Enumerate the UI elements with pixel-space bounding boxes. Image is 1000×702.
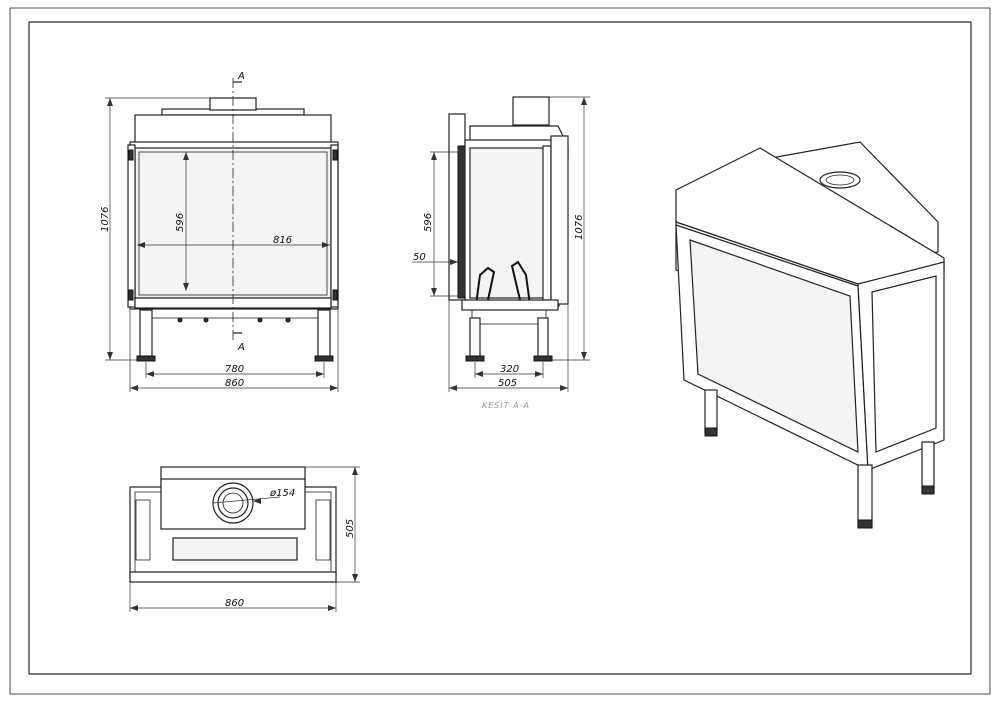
top-flue-diameter-label: ø154 xyxy=(269,488,295,499)
top-depth-label: 505 xyxy=(345,519,356,538)
inner-border xyxy=(28,21,972,675)
side-glass-height-label: 596 xyxy=(423,213,434,232)
front-view xyxy=(105,78,339,392)
top-width-label: 860 xyxy=(225,598,244,609)
section-marker-bottom: A xyxy=(237,342,245,353)
section-caption: KESIT A-A xyxy=(482,401,530,410)
front-width-label: 860 xyxy=(225,378,244,389)
side-section-view xyxy=(412,96,590,392)
side-height-label: 1076 xyxy=(574,215,585,240)
front-glass-height-label: 596 xyxy=(175,213,186,232)
outer-border xyxy=(9,7,991,695)
isometric-view xyxy=(675,141,945,529)
side-leg-span-label: 320 xyxy=(500,364,519,375)
side-depth-label: 505 xyxy=(498,378,517,389)
section-marker-top: A xyxy=(237,71,245,82)
front-glass-width-label: 816 xyxy=(273,235,292,246)
front-leg-span-label: 780 xyxy=(225,364,244,375)
top-view xyxy=(129,466,360,612)
side-door-depth-label: 50 xyxy=(413,252,426,263)
front-height-label: 1076 xyxy=(100,207,111,232)
